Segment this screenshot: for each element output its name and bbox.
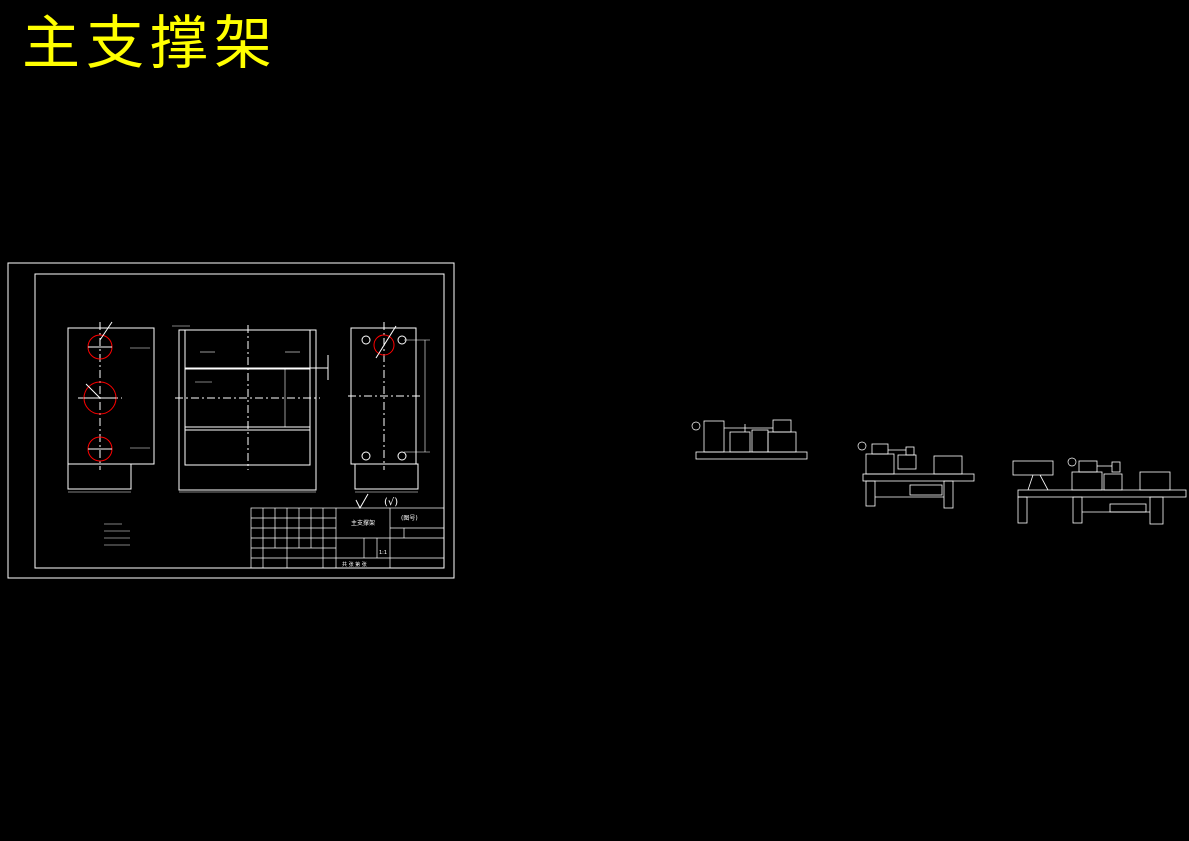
surface-mark-text: (√) (384, 497, 398, 508)
right-view (348, 322, 430, 493)
title-block-sheet: 共 张 第 张 (342, 561, 367, 568)
equipment-sketch-1 (691, 419, 808, 460)
drawing-title: 主支撑架 (22, 9, 279, 77)
title-block-drawing-no: (图号) (401, 515, 418, 522)
front-view (172, 325, 329, 493)
equipment-sketch-2 (857, 441, 975, 509)
title-block-part-name: 主支撑架 (351, 519, 375, 527)
title-block: 主支撑架 (图号) 1:1 共 张 第 张 (250, 507, 445, 569)
technical-notes (104, 523, 130, 546)
title-block-scale: 1:1 (379, 550, 387, 556)
surface-roughness-mark: (√) (355, 493, 398, 510)
left-view (67, 321, 155, 493)
drawing-sheet: (√) 主支撑架 (图号) 1:1 共 张 第 张 (7, 262, 455, 579)
equipment-sketch-3 (1012, 457, 1187, 525)
